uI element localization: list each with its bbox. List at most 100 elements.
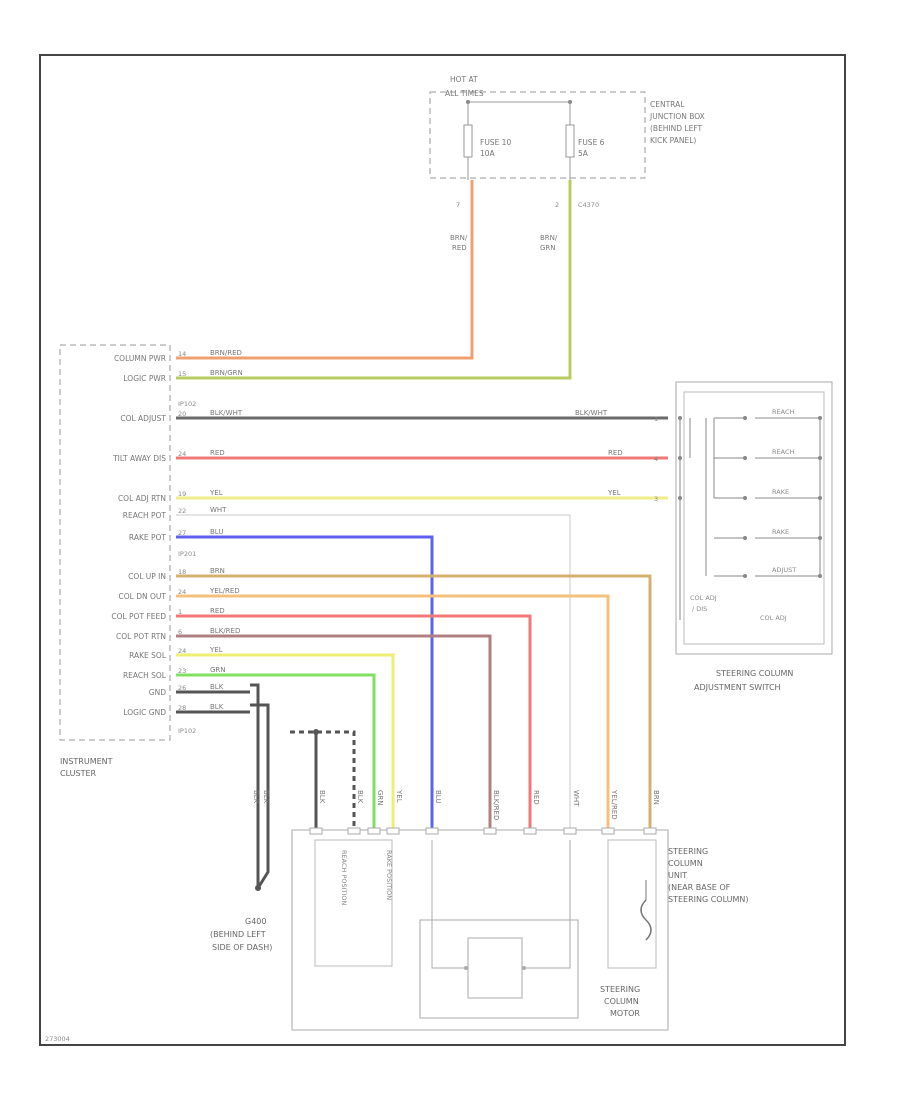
circuit-name: COL UP IN: [128, 572, 166, 581]
motor-name-1: STEERING: [600, 985, 640, 994]
circuit-pin: 28: [178, 704, 186, 712]
unit-connector-pin: [386, 827, 400, 835]
circuit-wire-label: BLU: [210, 528, 223, 536]
fuse-a-rating: 10A: [480, 149, 496, 158]
circuit-wire-label: BRN: [210, 567, 225, 575]
switch-contact-dot: [743, 536, 747, 540]
supply-wire-label-a2: RED: [452, 244, 467, 252]
switch-pin: 1: [654, 415, 658, 423]
unit-drop-label: RED: [532, 790, 540, 805]
circuit-name: RAKE SOL: [129, 651, 167, 660]
circuit-pin: 24: [178, 450, 186, 458]
unit-drop-label: GRN: [376, 790, 384, 806]
circuit-wire-label: BLK: [210, 683, 224, 691]
circuit-wire-label: YEL/RED: [209, 587, 240, 595]
circuit-name: REACH POT: [123, 511, 167, 520]
switch-contact-dot: [743, 574, 747, 578]
circuit-wire-label-right: BLK/WHT: [575, 409, 608, 417]
circuit-name: LOGIC PWR: [123, 374, 166, 383]
switch-pin: 4: [654, 455, 658, 463]
circuit-wire: [176, 514, 571, 832]
circuit-name: COL ADJ RTN: [118, 494, 166, 503]
cluster-conn-a: IP102: [178, 400, 196, 408]
rake-position-sensor: RAKE POSITION: [385, 850, 393, 900]
unit-drop-label: BLK: [318, 790, 326, 804]
circuit-name: GND: [149, 688, 166, 697]
circuit-wire: [176, 673, 376, 832]
circuit-wire-label: YEL: [209, 646, 223, 654]
junction-name-4: KICK PANEL): [650, 136, 696, 145]
unit-drop-label: YEL: [395, 789, 403, 803]
circuit-name: COL POT FEED: [111, 612, 166, 621]
unit-drop-label: BRN: [652, 790, 660, 805]
unit-connector-pin: [601, 827, 615, 835]
circuit-pin: 20: [178, 410, 186, 418]
circuit-wire-label-right: RED: [608, 449, 623, 457]
switch-name-2: ADJUSTMENT SWITCH: [694, 683, 781, 692]
unit-drop-label: BLK/RED: [492, 790, 500, 820]
instrument-cluster: INSTRUMENT CLUSTER IP102 IP201 IP102: [59, 344, 196, 778]
fuse-b-name: FUSE 6: [578, 138, 605, 147]
switch-contact-label: REACH: [772, 448, 794, 456]
circuit-wire-label: GRN: [210, 666, 226, 674]
cluster-name-1: INSTRUMENT: [60, 757, 113, 766]
ground-wire-a: BLK: [252, 790, 260, 804]
circuit-wire-label: RED: [210, 607, 225, 615]
cluster-conn-b: IP201: [178, 550, 196, 558]
junction-conn-b: C4370: [578, 201, 599, 209]
circuit-name: REACH SOL: [123, 671, 167, 680]
circuit-pin: 19: [178, 490, 186, 498]
ground-g400: BLK BLK G400 (BEHIND LEFT SIDE OF DASH): [210, 683, 272, 952]
junction-name-1: CENTRAL: [650, 100, 685, 109]
fuse-a-name: FUSE 10: [480, 138, 511, 147]
diagram-frame: [39, 54, 846, 1046]
junction-pin-a: 7: [456, 201, 460, 209]
unit-drop-label: YEL/RED: [610, 789, 618, 820]
motor-body: [467, 937, 523, 999]
circuit-wire: [176, 535, 434, 832]
circuit-wire-label: BLK: [210, 703, 224, 711]
circuit-wire-label: BRN/RED: [210, 349, 242, 357]
junction-name-2: JUNCTION BOX: [649, 112, 705, 121]
central-junction-box: HOT AT ALL TIMES FUSE 10 10A FUSE 6 5A C…: [429, 75, 705, 209]
unit-drop-label: BLU: [434, 790, 442, 803]
circuit-name: COL DN OUT: [119, 592, 167, 601]
ground-label-3: SIDE OF DASH): [212, 943, 272, 952]
switch-adj-label: COL ADJ: [760, 614, 787, 622]
circuit-wire-label-right: YEL: [607, 489, 621, 497]
supply-wire-label-a1: BRN/: [450, 234, 468, 242]
supply-wire-label-b1: BRN/: [540, 234, 558, 242]
diagram-id: 273004: [45, 1035, 70, 1043]
circuit-name: TILT AWAY DIS: [112, 454, 166, 463]
switch-contact-label: RAKE: [772, 528, 789, 536]
unit-connector-pin: [425, 827, 439, 835]
switch-contact-dot: [743, 456, 747, 460]
hot-label-2: ALL TIMES: [445, 89, 484, 98]
unit-connector-pin: [367, 827, 381, 835]
motor-name-2: COLUMN: [604, 997, 639, 1006]
unit-splice: [313, 729, 319, 735]
unit-drop-label: BLK: [356, 790, 364, 804]
unit-connector-pin: [643, 827, 657, 835]
junction-name-3: (BEHIND LEFT: [650, 124, 703, 133]
circuit-wire: [176, 594, 610, 832]
switch-name-1: STEERING COLUMN: [716, 669, 793, 678]
switch-contact-dot: [743, 416, 747, 420]
circuit-wire: [176, 614, 532, 832]
unit-connector-pin: [563, 827, 577, 835]
fuse-6: FUSE 6 5A: [565, 102, 605, 180]
steering-column-unit: REACH POSITION RAKE POSITION STEERING CO…: [291, 829, 749, 1031]
unit-connector-pin: [523, 827, 537, 835]
circuit-name: LOGIC GND: [123, 708, 166, 717]
ground-point: [255, 885, 261, 891]
fuse-10: FUSE 10 10A: [463, 102, 511, 180]
supply-wire-brn-red: BRN/ RED: [176, 180, 474, 360]
ground-label-2: (BEHIND LEFT: [210, 930, 266, 939]
circuit-pin: 14: [178, 350, 186, 358]
circuit-pin: 1: [178, 608, 182, 616]
circuit-pin: 22: [178, 507, 186, 515]
unit-drop-label: WHT: [572, 790, 580, 807]
